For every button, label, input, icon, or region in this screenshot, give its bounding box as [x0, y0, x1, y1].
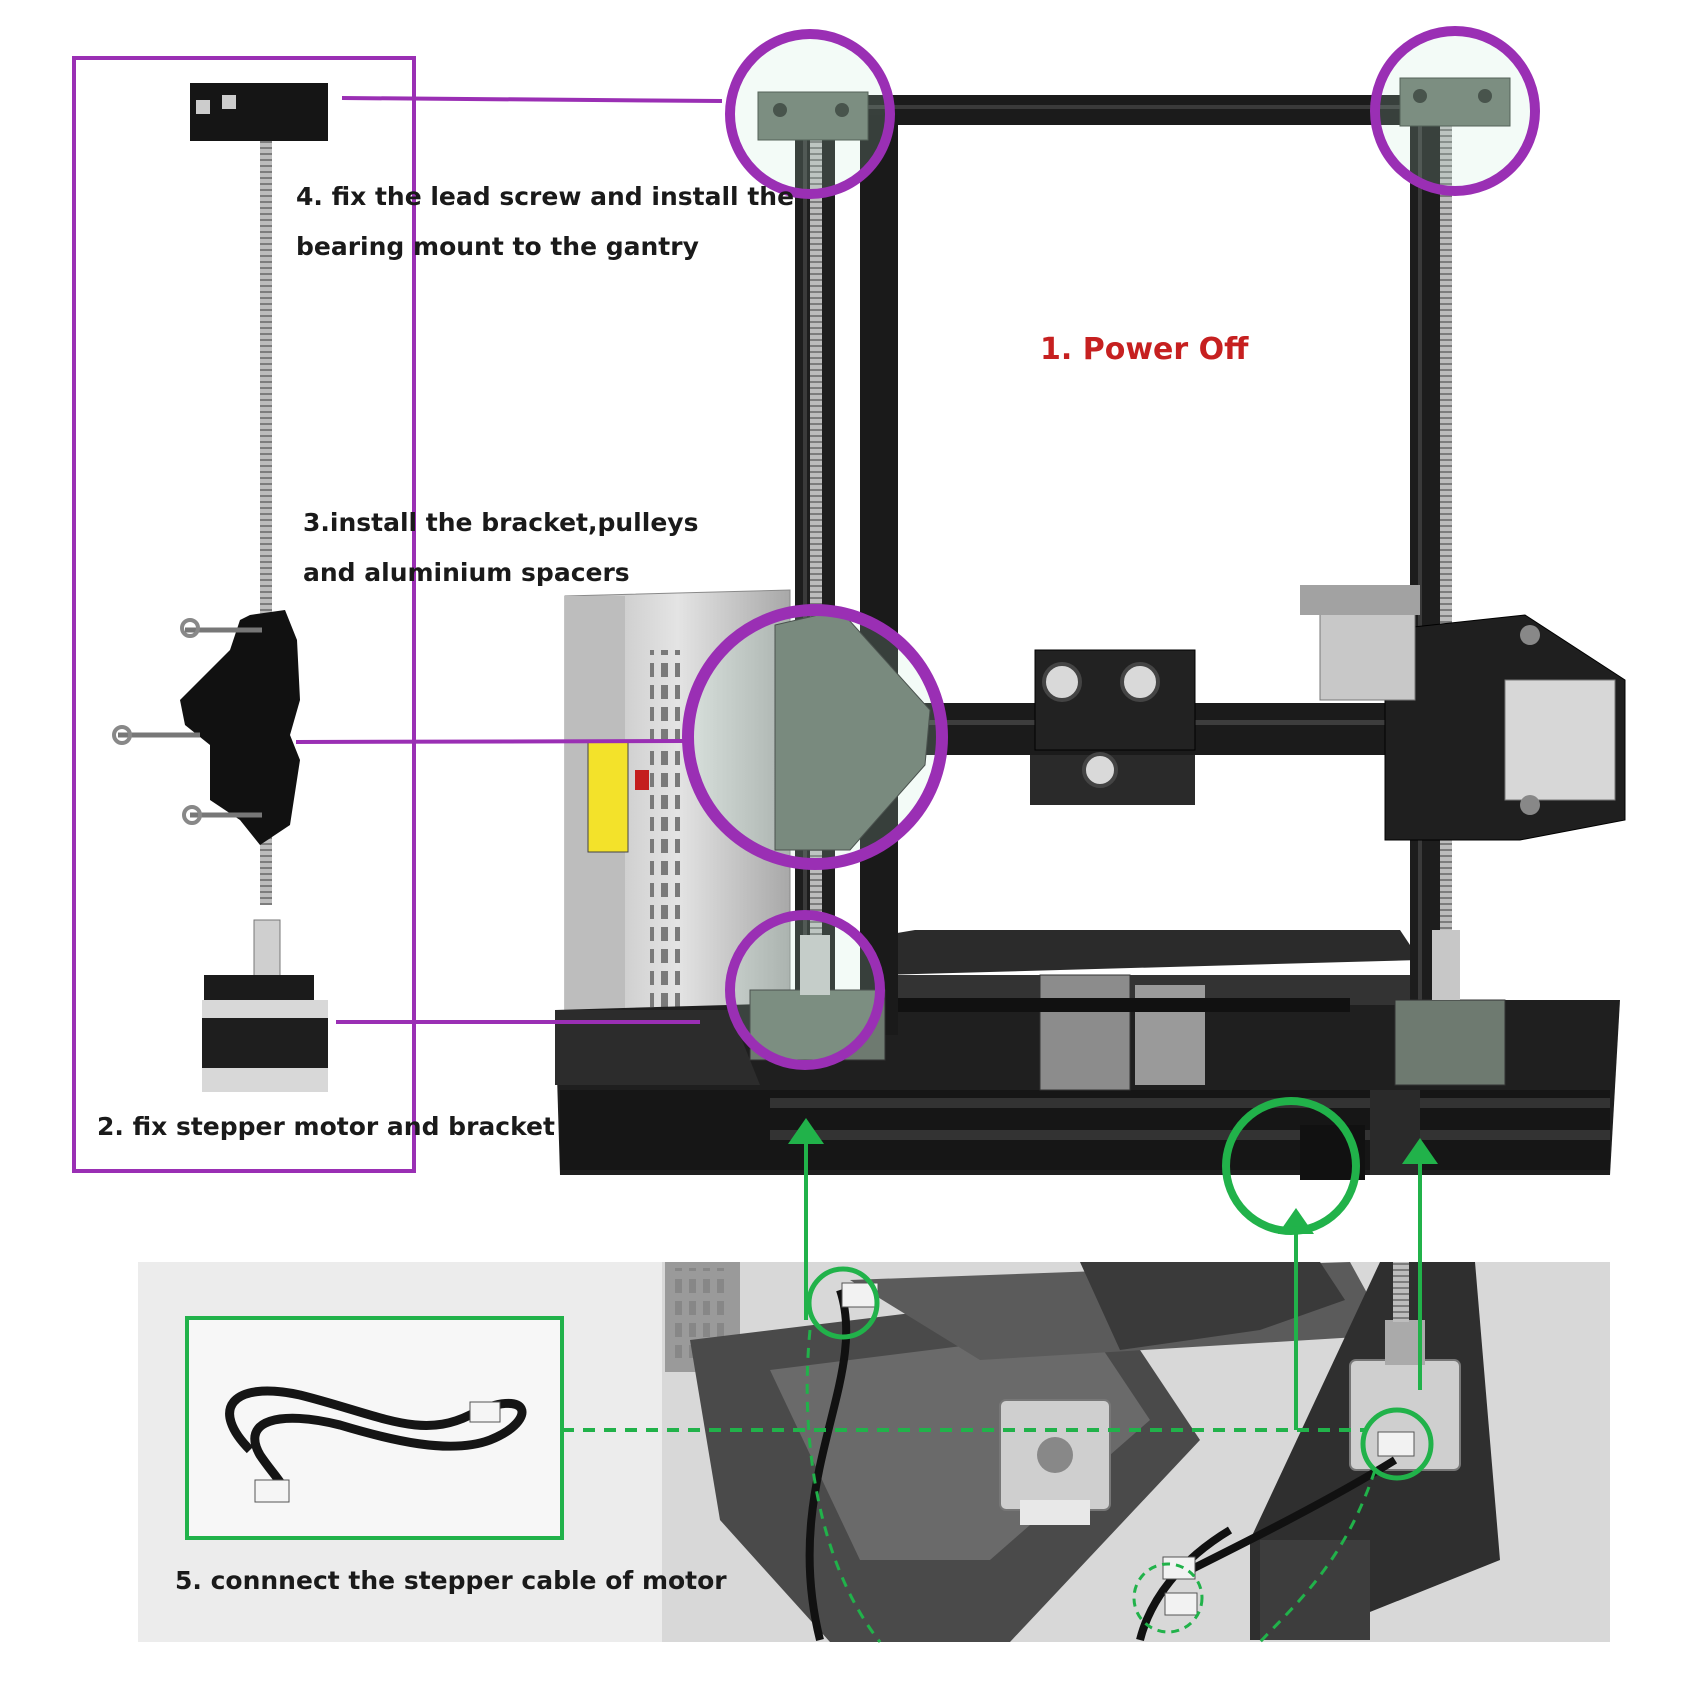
right-z-motor [1394, 999, 1506, 1086]
purple-circle-icon [682, 604, 948, 870]
stepper-cable-image [225, 1386, 527, 1493]
green-circle-icon [1132, 1562, 1204, 1634]
cable-inset-frame [185, 1316, 564, 1540]
bottom-bed-corner [1080, 1262, 1345, 1350]
green-arrows [562, 1097, 1438, 1432]
step3-label-line2: and aluminium spacers [303, 558, 630, 587]
right-lead-screw [1440, 120, 1452, 1000]
exploded-z-parts [112, 83, 328, 1092]
top-left-bearing-mount [757, 91, 869, 141]
printer-photo [555, 77, 1626, 1180]
bottom-motor-left [999, 1399, 1111, 1525]
power-off-label: 1. Power Off [1040, 332, 1249, 367]
step4-label-line1: 4. fix the lead screw and install the [296, 182, 795, 211]
step4-label: 4. fix the lead screw and install the be… [296, 172, 794, 272]
step3-label-line1: 3.install the bracket,pulleys [303, 508, 699, 537]
step2-label: 2. fix stepper motor and bracket [97, 1112, 555, 1141]
hotend-carriage [1030, 649, 1196, 805]
top-crossbar [860, 95, 1425, 125]
exploded-motor-bracket [204, 975, 314, 1000]
green-circle-icon [806, 1266, 880, 1340]
left-parts-frame [72, 56, 416, 1173]
cable-inset [185, 1316, 564, 1540]
x-gantry [774, 585, 1626, 851]
green-circle-icon [1360, 1407, 1434, 1481]
arrow-up-icon [788, 1118, 824, 1144]
printer-frame [795, 95, 1450, 1035]
green-dashed-path-right [1258, 1469, 1377, 1644]
psu-warning-label [587, 741, 629, 853]
purple-line-bearing [341, 96, 723, 103]
y-motor [1039, 974, 1131, 1091]
bottom-cable-right [1188, 1456, 1398, 1574]
purple-circle-icon [725, 910, 885, 1070]
x-motor [1504, 679, 1616, 801]
bottom-photo-panel [138, 1262, 1610, 1644]
step5-label: 5. connnect the stepper cable of motor [175, 1566, 727, 1595]
arrow-up-icon [1402, 1138, 1438, 1164]
step3-label: 3.install the bracket,pulleys and alumin… [303, 498, 698, 598]
psu-switch [635, 770, 649, 790]
exploded-bracket [180, 610, 300, 845]
heat-bed [855, 930, 1420, 1091]
green-circle-icon [1222, 1097, 1360, 1235]
bottom-cable-left [805, 1288, 851, 1641]
green-dashed-path-left [805, 1329, 882, 1643]
purple-circle-icon [1370, 26, 1540, 196]
power-supply [564, 589, 791, 1016]
step4-label-line2: bearing mount to the gantry [296, 232, 699, 261]
exploded-bearing-mount [190, 83, 328, 141]
purple-circle-icon [725, 29, 895, 199]
purple-line-bracket [295, 739, 685, 744]
